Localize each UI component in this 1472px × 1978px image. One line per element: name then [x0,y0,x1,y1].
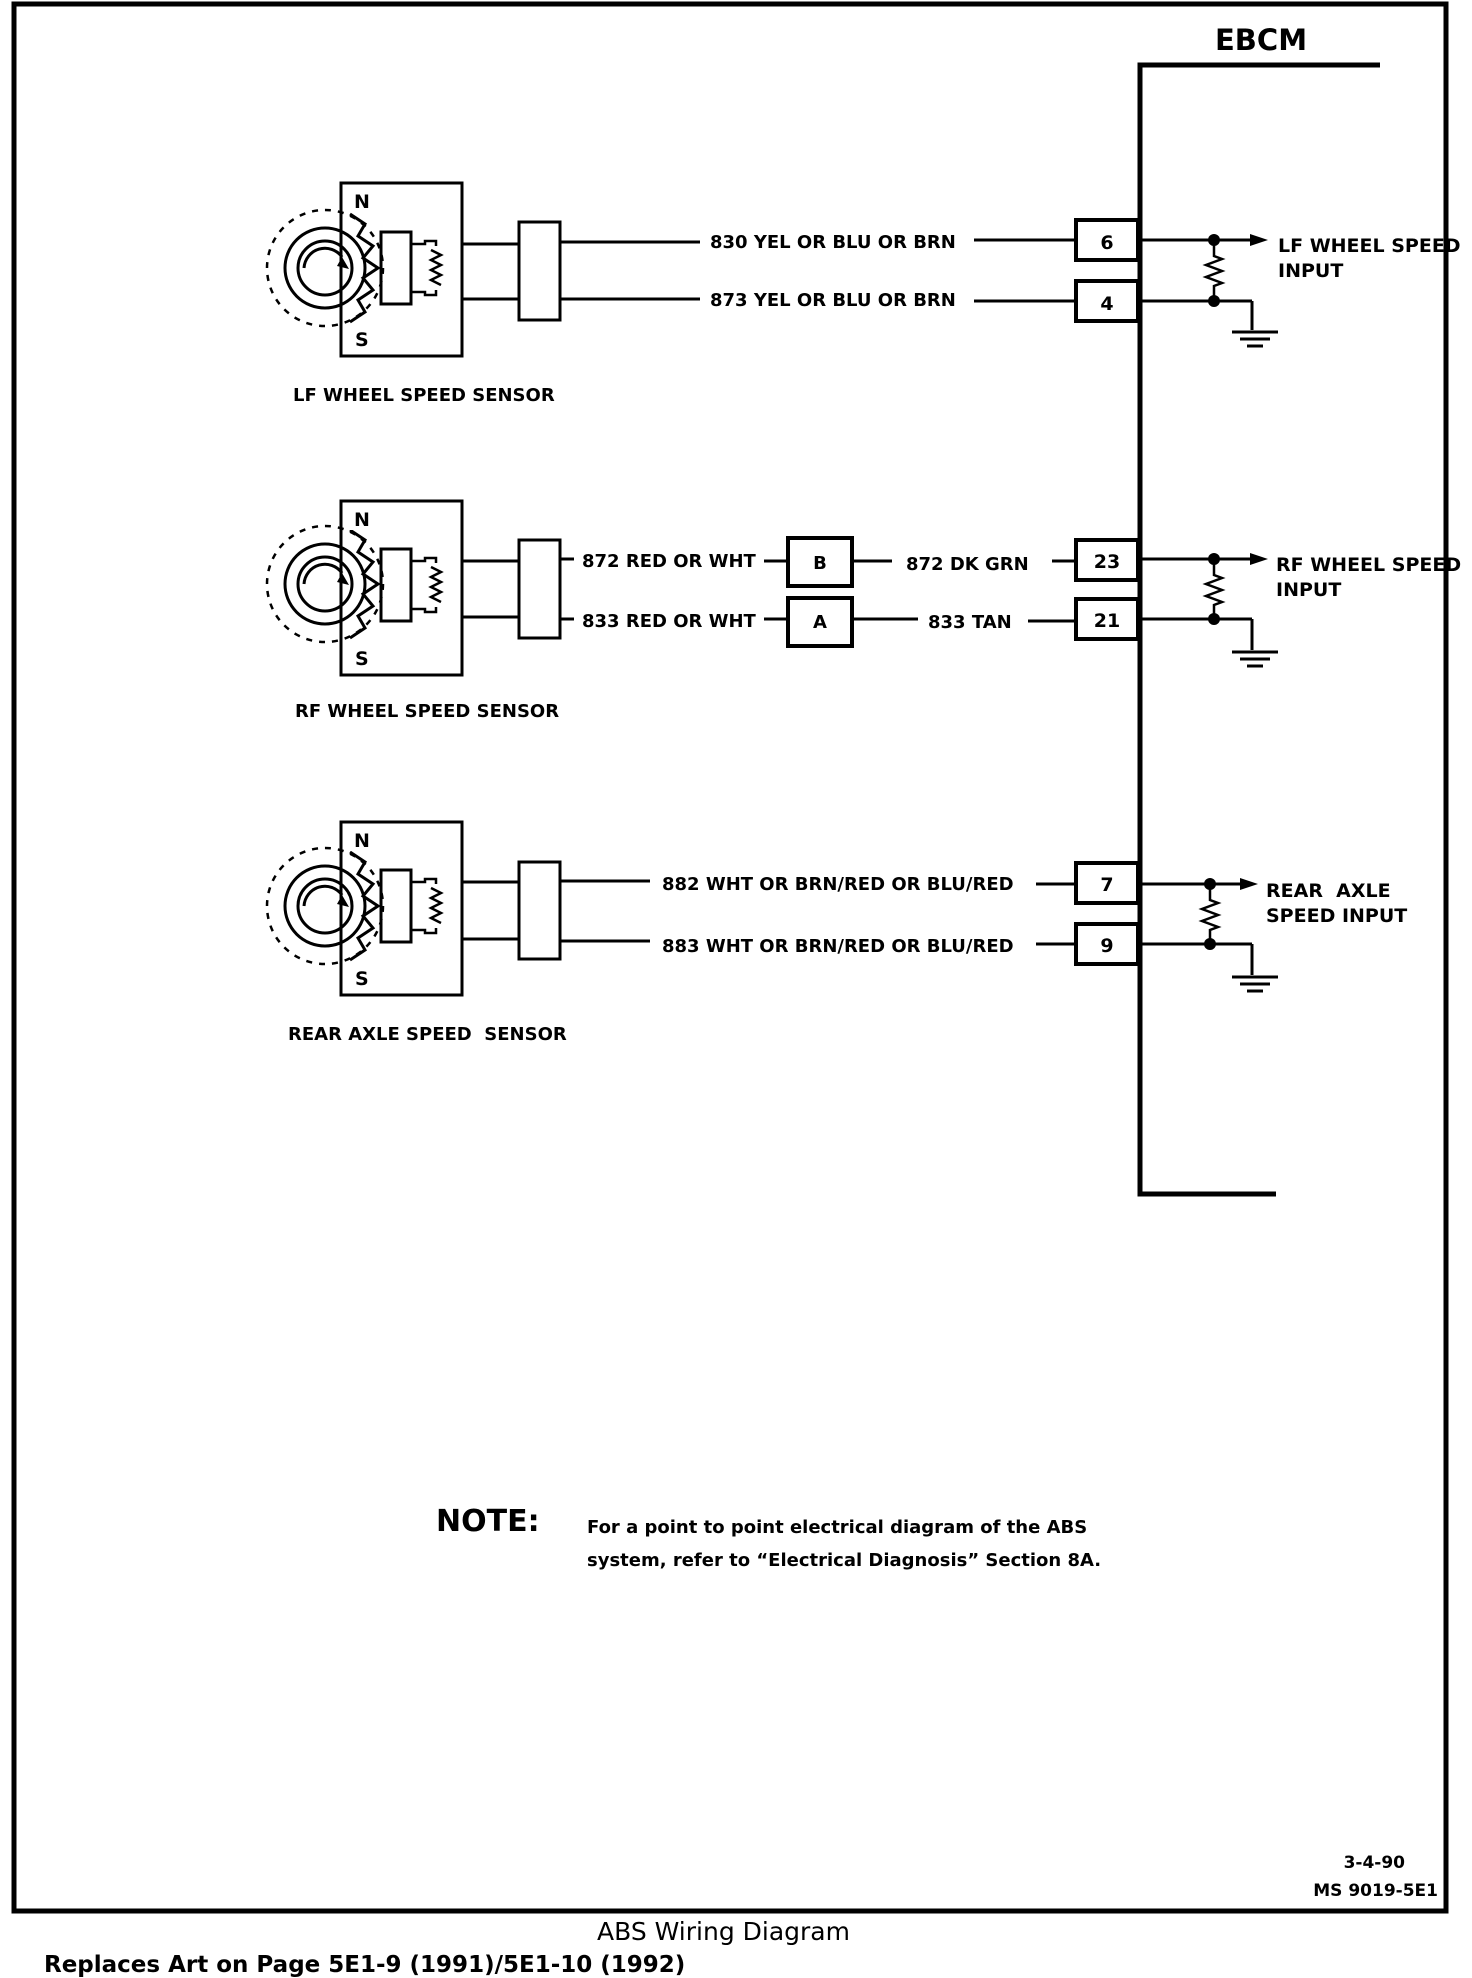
rf-sensor-group: N S 872 RED OR WHT 833 RED OR WHT B A 87… [265,499,1461,722]
lf-sensor-icon: N S [265,181,464,358]
rear-sensor-group: N S 882 WHT OR BRN/RED OR BLU/RED 883 WH… [265,820,1407,1045]
rf-pole-n: N [354,509,370,531]
lf-input-label-1: LF WHEEL SPEED [1278,235,1461,257]
rear-sensor-icon: N S [265,820,464,997]
lf-sensor-group: N S 830 YEL OR BLU OR BRN 873 YEL OR BLU… [265,181,1461,406]
rf-sensor-label: RF WHEEL SPEED SENSOR [295,701,559,722]
rear-wire-1-label: 882 WHT OR BRN/RED OR BLU/RED [662,874,1014,895]
rf-harness-connector [517,538,562,640]
ebcm-pin-9 [1074,922,1140,966]
lf-pole-n: N [354,191,370,213]
rf-sensor-icon: N S [265,499,464,677]
rf-pole-s: S [355,648,369,670]
rf-input-circuit [1140,553,1278,668]
note-line-2: system, refer to “Electrical Diagnosis” … [587,1550,1101,1571]
rear-pole-n: N [354,830,370,852]
rear-harness-connector [517,860,562,961]
rf-input-label-2: INPUT [1276,579,1341,601]
ebcm-pin-23 [1074,538,1140,582]
rear-sensor-label: REAR AXLE SPEED SENSOR [288,1024,567,1045]
page-frame [11,1,1449,1914]
rf-wire-2-sensor-label: 833 RED OR WHT [582,611,757,632]
replaces-note: Replaces Art on Page 5E1-9 (1991)/5E1-10… [44,1952,685,1978]
ebcm-pin-4 [1074,279,1140,323]
rear-wire-2-label: 883 WHT OR BRN/RED OR BLU/RED [662,936,1014,957]
inline-connector-pin-b-label: B [813,553,827,574]
inline-connector-pin-a [786,596,854,648]
ebcm-pin-6 [1074,218,1140,262]
diagram-caption: ABS Wiring Diagram [597,1917,850,1946]
ref-code: MS 9019-5E1 [1313,1881,1438,1901]
ebcm-pin-9-label: 9 [1100,935,1113,957]
ebcm-pin-21 [1074,597,1140,641]
ebcm-title: EBCM [1215,23,1307,57]
rf-wire-1-sensor-label: 872 RED OR WHT [582,551,757,572]
rear-pole-s: S [355,968,369,990]
lf-wire-2-label: 873 YEL OR BLU OR BRN [710,290,956,311]
rear-input-circuit [1140,878,1278,993]
lf-input-circuit [1140,234,1278,348]
rear-input-label-2: SPEED INPUT [1266,905,1407,927]
ebcm-pin-23-label: 23 [1094,551,1120,573]
lf-input-label-2: INPUT [1278,260,1343,282]
ebcm-pin-21-label: 21 [1094,610,1120,632]
note-block: NOTE: For a point to point electrical di… [436,1504,1101,1571]
ebcm-pin-4-label: 4 [1100,293,1113,315]
lf-harness-connector [517,220,562,322]
date-code: 3-4-90 [1344,1853,1406,1873]
inline-connector: B A [786,536,854,648]
rear-input-label-1: REAR AXLE [1266,880,1391,902]
note-heading: NOTE: [436,1504,540,1539]
lf-pole-s: S [355,329,369,351]
ebcm-pin-7-label: 7 [1100,874,1113,896]
rf-wire-1-label: 872 DK GRN [906,554,1029,575]
lf-wire-1-label: 830 YEL OR BLU OR BRN [710,232,956,253]
ebcm-module: EBCM [1137,23,1380,1197]
inline-connector-pin-a-label: A [813,612,827,633]
rf-wire-2-label: 833 TAN [928,612,1012,633]
note-line-1: For a point to point electrical diagram … [587,1517,1087,1538]
ebcm-pin-6-label: 6 [1100,232,1113,254]
rf-input-label-1: RF WHEEL SPEED [1276,554,1461,576]
lf-sensor-label: LF WHEEL SPEED SENSOR [293,385,555,406]
ebcm-pin-7 [1074,861,1140,905]
